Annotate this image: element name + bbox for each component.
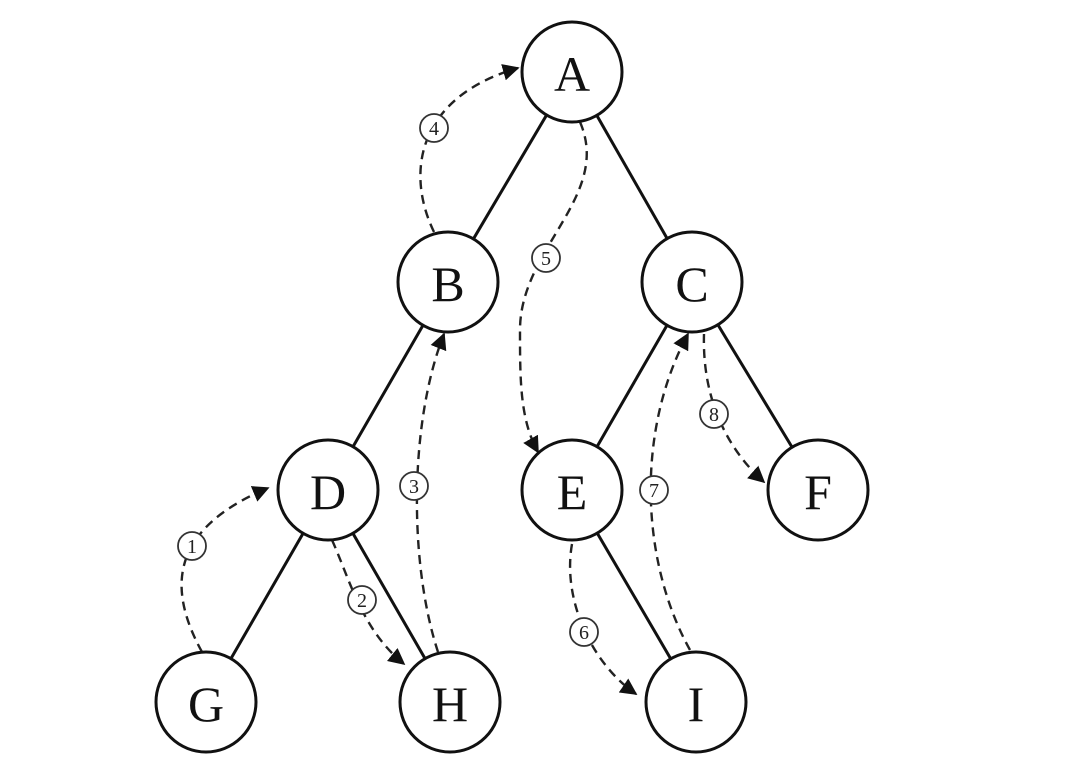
step-badge: [531, 243, 561, 273]
tree-edges: [229, 114, 794, 660]
node-label: C: [675, 256, 708, 312]
edge-a-c: [595, 114, 669, 240]
edge-e-i: [595, 532, 673, 660]
step-badge: [347, 585, 377, 615]
thread-arrow-4: [419, 64, 520, 233]
edge-d-g: [229, 532, 305, 660]
step-badge: [639, 475, 669, 505]
step-number: 2: [357, 590, 367, 612]
node-label: H: [432, 676, 468, 732]
node-circle: [520, 20, 624, 124]
thread-arrow-1: [180, 486, 270, 653]
step-badge: [569, 617, 599, 647]
tree-nodes: A B C D E F G H I: [154, 20, 870, 754]
step-number: 8: [709, 404, 719, 426]
step-label-7: 7: [639, 475, 669, 505]
step-label-5: 5: [531, 243, 561, 273]
step-label-2: 2: [347, 585, 377, 615]
step-badge: [177, 531, 207, 561]
edge-c-e: [595, 324, 669, 448]
thread-arrows: [180, 64, 766, 695]
step-label-3: 3: [399, 471, 429, 501]
step-number: 4: [429, 118, 439, 140]
step-label-8: 8: [699, 399, 729, 429]
node-a: A: [520, 20, 624, 124]
node-label: D: [310, 464, 346, 520]
node-h: H: [398, 650, 502, 754]
node-g: G: [154, 650, 258, 754]
step-badge: [399, 471, 429, 501]
step-label-4: 4: [419, 113, 449, 143]
step-number: 6: [579, 622, 589, 644]
node-circle: [766, 438, 870, 542]
step-number: 5: [541, 248, 551, 270]
node-circle: [396, 230, 500, 334]
step-badge: [419, 113, 449, 143]
edge-d-h: [351, 532, 427, 660]
thread-step-labels: 1 2 3 4 5 6 7 8: [177, 113, 729, 647]
node-d: D: [276, 438, 380, 542]
thread-arrow-6: [568, 543, 638, 695]
node-c: C: [640, 230, 744, 334]
node-label: A: [554, 46, 590, 102]
node-i: I: [644, 650, 748, 754]
node-e: E: [520, 438, 624, 542]
thread-arrow-7: [649, 332, 692, 651]
node-label: F: [804, 464, 832, 520]
node-circle: [154, 650, 258, 754]
node-f: F: [766, 438, 870, 542]
thread-arrow-2: [330, 539, 406, 666]
node-circle: [276, 438, 380, 542]
step-label-1: 1: [177, 531, 207, 561]
step-number: 3: [409, 476, 419, 498]
node-label: G: [188, 676, 224, 732]
node-label: B: [431, 256, 464, 312]
step-label-6: 6: [569, 617, 599, 647]
node-circle: [640, 230, 744, 334]
node-b: B: [396, 230, 500, 334]
step-number: 1: [187, 536, 197, 558]
node-label: I: [688, 676, 705, 732]
edge-c-f: [716, 323, 794, 449]
node-label: E: [557, 464, 588, 520]
node-circle: [644, 650, 748, 754]
step-badge: [699, 399, 729, 429]
step-number: 7: [649, 480, 659, 502]
edge-b-d: [351, 324, 425, 448]
thread-arrow-5: [518, 121, 588, 454]
thread-arrow-8: [702, 333, 766, 484]
node-circle: [520, 438, 624, 542]
edge-a-b: [472, 114, 548, 240]
node-circle: [398, 650, 502, 754]
